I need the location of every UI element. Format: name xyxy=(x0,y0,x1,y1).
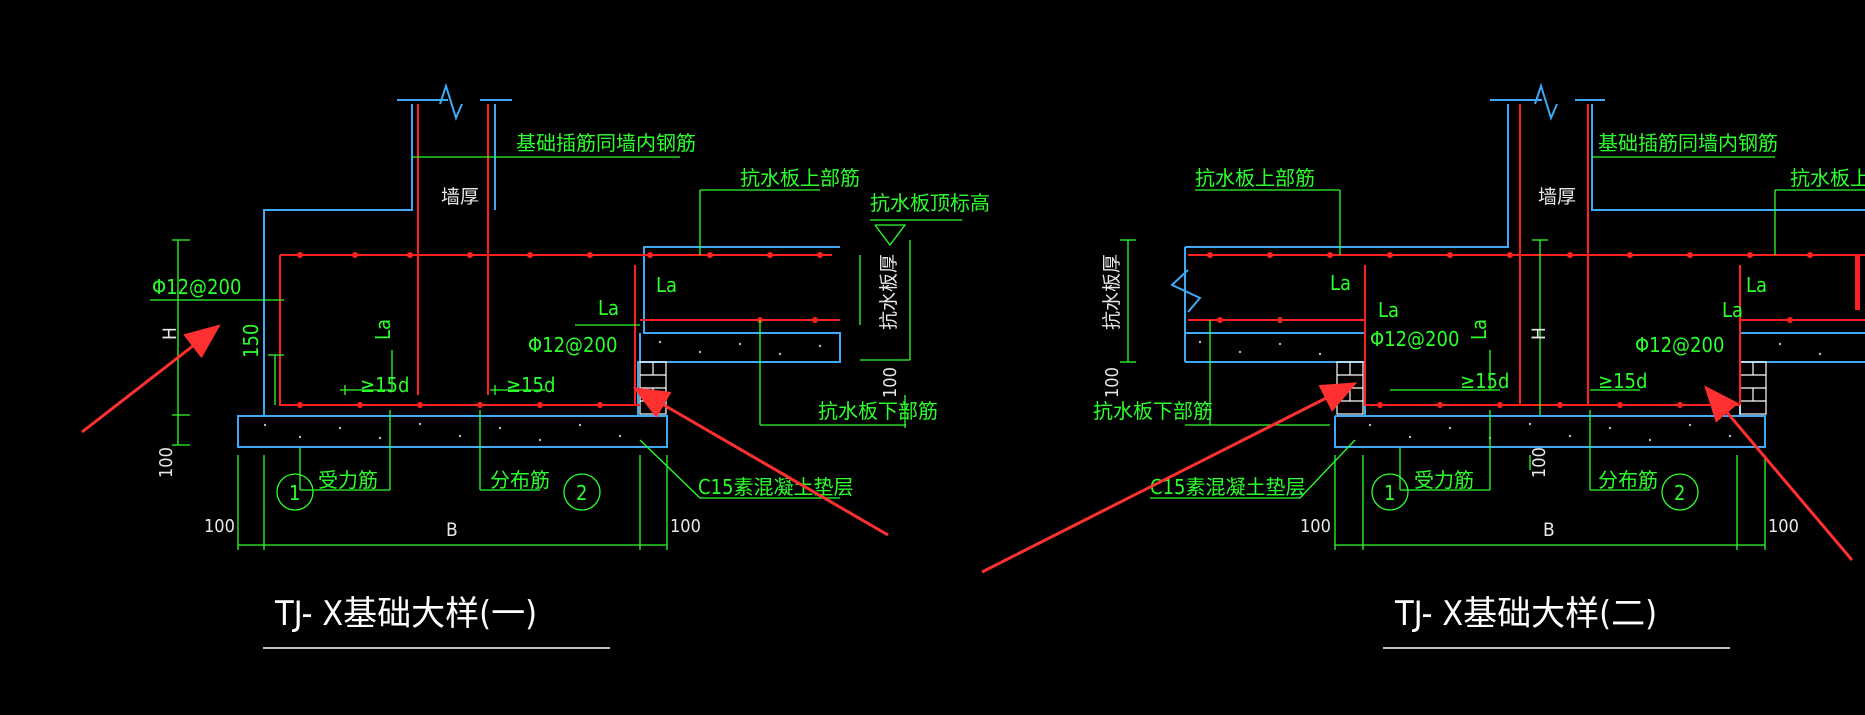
label-cushion: C15素混凝土垫层 xyxy=(698,475,853,499)
scroll-indicator xyxy=(1855,255,1860,310)
label-2-la-c: La xyxy=(1467,319,1491,340)
label-2-la-e: La xyxy=(1722,298,1743,322)
label-main-bar: 受力筋 xyxy=(318,468,378,492)
arrow-3 xyxy=(981,382,1358,574)
annotation-arrows xyxy=(81,324,1854,574)
label-2-bottom-bar: 抗水板下部筋 xyxy=(1093,399,1213,423)
detail-1-break-mark xyxy=(439,82,463,121)
label-slab-thk: 抗水板厚 xyxy=(878,254,900,330)
label-top-elev: 抗水板顶标高 xyxy=(870,191,990,215)
label-100-bottom-right: 100 xyxy=(670,516,701,537)
arrow-1 xyxy=(81,324,221,434)
label-2-wall-thk: 墙厚 xyxy=(1538,186,1576,208)
label-bottom-bar: 抗水板下部筋 xyxy=(818,399,938,423)
detail-2-slab-break-mark xyxy=(1170,269,1202,313)
label-la-c: La xyxy=(656,273,677,297)
label-2-slab-thk: 抗水板厚 xyxy=(1101,254,1123,330)
arrow-2 xyxy=(632,386,889,537)
label-150: 150 xyxy=(239,324,263,358)
detail-1-annotation-lines xyxy=(150,156,962,550)
label-2-la-a: La xyxy=(1330,271,1351,295)
label-wall-rebar: 基础插筋同墙内钢筋 xyxy=(516,131,696,155)
label-2-top-bar-right: 抗水板上部筋 xyxy=(1790,166,1865,190)
label-mark-1: 1 xyxy=(289,481,300,505)
label-2-100-bottom-right: 100 xyxy=(1768,516,1799,537)
label-2-100-left: 100 xyxy=(1102,367,1123,398)
label-2-100-mid: 100 xyxy=(1529,447,1550,478)
label-2-main-bar: 受力筋 xyxy=(1414,468,1474,492)
label-b: B xyxy=(446,519,458,541)
detail-2-annotation-lines xyxy=(1120,156,1865,550)
label-2-rebar-spec-1: Φ12@200 xyxy=(1370,327,1459,351)
detail-2-title: TJ- X基础大样(二) xyxy=(1394,594,1657,634)
label-2-100-bottom-left: 100 xyxy=(1300,516,1331,537)
detail-1-title: TJ- X基础大样(一) xyxy=(274,594,537,634)
label-2-la-d: La xyxy=(1746,273,1767,297)
label-2-min15d-b: ≥15d xyxy=(1598,369,1647,393)
label-2-mark-2: 2 xyxy=(1674,481,1685,505)
label-2-dist-bar: 分布筋 xyxy=(1598,468,1658,492)
detail-1: 基础插筋同墙内钢筋 抗水板上部筋 抗水板顶标高 墙厚 抗水板厚 抗水板下部筋 Φ… xyxy=(150,82,990,649)
detail-2-brick-right xyxy=(1739,361,1767,415)
label-2-wall-rebar: 基础插筋同墙内钢筋 xyxy=(1598,131,1778,155)
label-100-right: 100 xyxy=(880,367,901,398)
detail-1-brick xyxy=(639,361,667,415)
detail-2-break-mark xyxy=(1534,82,1558,121)
label-2-cushion: C15素混凝土垫层 xyxy=(1150,475,1305,499)
label-h: H xyxy=(159,327,181,340)
label-2-top-bar-left: 抗水板上部筋 xyxy=(1195,166,1315,190)
label-2-mark-1: 1 xyxy=(1384,481,1395,505)
label-100-left: 100 xyxy=(156,447,177,478)
label-2-rebar-spec-2: Φ12@200 xyxy=(1635,333,1724,357)
label-2-la-b: La xyxy=(1378,298,1399,322)
label-100-bottom-left: 100 xyxy=(204,516,235,537)
label-la-b: La xyxy=(598,296,619,320)
label-rebar-spec-1: Φ12@200 xyxy=(152,275,241,299)
arrow-4 xyxy=(1704,385,1854,561)
detail-2-cushion-hatch xyxy=(1198,340,1822,442)
detail-1-cushion-hatch xyxy=(263,340,822,442)
label-min15d-a: ≥15d xyxy=(360,373,409,397)
label-rebar-spec-2: Φ12@200 xyxy=(528,333,617,357)
label-min15d-b: ≥15d xyxy=(506,373,555,397)
label-wall-thk: 墙厚 xyxy=(441,186,479,208)
detail-1-rebar xyxy=(279,104,840,406)
label-2-b: B xyxy=(1543,519,1555,541)
detail-2: 基础插筋同墙内钢筋 抗水板上部筋 抗水板上部筋 墙厚 抗水板厚 抗水板下部筋 Φ… xyxy=(1093,82,1865,649)
label-dist-bar: 分布筋 xyxy=(490,468,550,492)
label-2-h: H xyxy=(1528,327,1550,340)
label-2-min15d-a: ≥15d xyxy=(1460,369,1509,393)
detail-2-brick-left xyxy=(1336,361,1364,415)
detail-2-rebar-dots xyxy=(1207,252,1813,408)
label-top-bar: 抗水板上部筋 xyxy=(740,166,860,190)
label-mark-2: 2 xyxy=(576,481,587,505)
label-la-a: La xyxy=(371,319,395,340)
